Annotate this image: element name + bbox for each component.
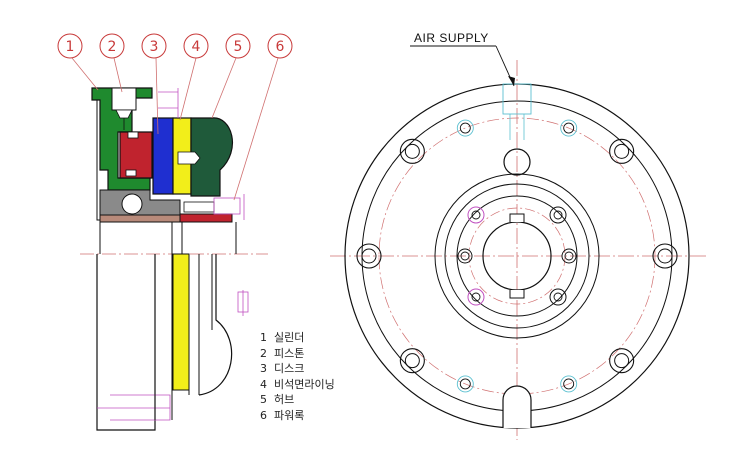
bolt-hole-inner xyxy=(614,143,630,159)
svg-text:4: 4 xyxy=(192,39,201,55)
hidden-hole-core xyxy=(459,122,471,134)
legend-item: 6 파워록 xyxy=(260,408,305,422)
air-supply-label: AIR SUPPLY xyxy=(414,31,489,45)
hub-hole xyxy=(549,288,567,306)
hub-hole xyxy=(467,206,485,224)
bolt-hole-inner xyxy=(404,143,420,159)
hub-hole-core xyxy=(460,251,470,261)
part-balloons: 1 2 3 4 5 6 xyxy=(57,33,293,59)
hub-hole xyxy=(561,248,577,264)
bolt-hole xyxy=(609,138,635,164)
hidden-hole-core xyxy=(459,378,471,390)
hub-hole-core xyxy=(553,210,563,220)
hub-hole xyxy=(457,248,473,264)
bolt-hole-inner xyxy=(404,353,420,369)
bolt-hole xyxy=(609,348,635,374)
hub-hole xyxy=(549,206,567,224)
legend-item: 3 디스크 xyxy=(260,362,305,375)
hidden-hole xyxy=(560,375,578,393)
hidden-hole xyxy=(456,119,474,137)
svg-text:6: 6 xyxy=(276,39,285,55)
balloon-5: 5 xyxy=(225,33,251,59)
section-view xyxy=(80,87,268,431)
svg-text:3: 3 xyxy=(150,39,159,55)
bolt-hole-inner xyxy=(657,248,673,264)
hub-hole-core xyxy=(471,210,481,220)
bolt-hole-inner xyxy=(614,353,630,369)
hidden-hole xyxy=(560,119,578,137)
legend-item: 4 비석면라이닝 xyxy=(260,377,335,391)
balloon-2: 2 xyxy=(99,33,125,59)
legend-item: 1 실린더 xyxy=(260,331,305,344)
legend-item: 5 허브 xyxy=(260,393,295,406)
legend-item: 2 피스톤 xyxy=(260,346,305,360)
hub-hole-core xyxy=(564,251,574,261)
svg-text:1: 1 xyxy=(66,39,75,55)
bolt-hole-inner xyxy=(361,248,377,264)
bolt-hole xyxy=(652,243,678,269)
svg-text:5: 5 xyxy=(234,39,243,55)
front-view: AIR SUPPLY xyxy=(330,31,706,440)
hidden-hole-core xyxy=(563,122,575,134)
hub-hole-core xyxy=(471,292,481,302)
svg-text:2: 2 xyxy=(108,39,117,55)
hidden-hole xyxy=(456,375,474,393)
parts-legend: 1 실린더 2 피스톤 3 디스크 4 비석면라이닝 5 허브 6 파워록 xyxy=(260,330,335,423)
hidden-hole-core xyxy=(563,378,575,390)
balloon-1: 1 xyxy=(57,33,83,59)
bolt-hole xyxy=(399,138,425,164)
hub-hole-core xyxy=(553,292,563,302)
balloon-4: 4 xyxy=(183,33,209,59)
balloon-3: 3 xyxy=(141,33,167,59)
bolt-hole xyxy=(356,243,382,269)
hub-hole xyxy=(467,288,485,306)
balloon-leaders xyxy=(71,57,279,201)
bolt-hole xyxy=(399,348,425,374)
balloon-6: 6 xyxy=(267,33,293,59)
